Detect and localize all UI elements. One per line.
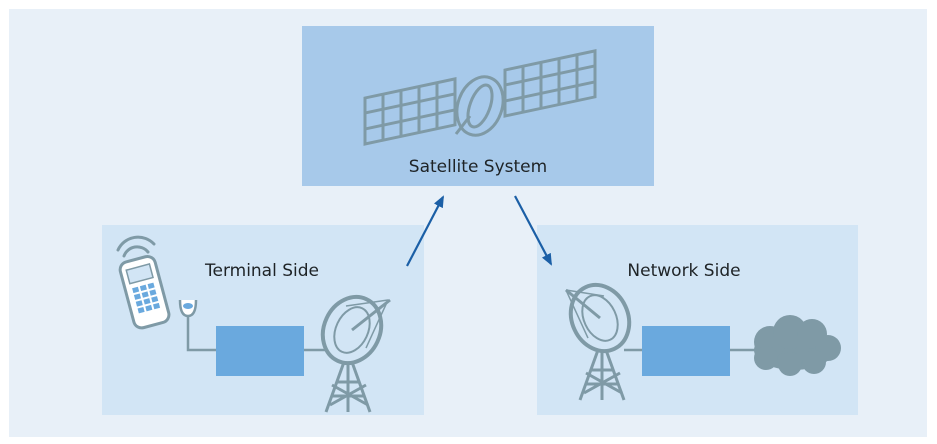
network-modem-box — [642, 326, 730, 376]
network-side-label: Network Side — [627, 261, 740, 281]
satellite-system-label: Satellite System — [409, 157, 547, 177]
terminal-side-label: Terminal Side — [204, 261, 319, 281]
mobile-phone-icon — [118, 254, 171, 330]
network-side-panel: Network Side — [537, 225, 858, 415]
uplink-arrow — [406, 195, 444, 267]
satellite-system-panel: Satellite System — [302, 26, 654, 186]
terminal-side-panel: Terminal Side — [102, 225, 424, 415]
downlink-arrow — [514, 195, 552, 266]
network-dish-antenna-icon — [565, 282, 632, 401]
small-antenna-icon — [178, 299, 198, 318]
satellite-icon — [363, 49, 597, 146]
terminal-modem-box — [216, 326, 304, 376]
terminal-dish-antenna-icon — [320, 294, 391, 413]
wifi-signal-icon — [116, 235, 156, 258]
terminal-connection-line — [186, 316, 216, 352]
cloud-icon — [754, 315, 841, 376]
